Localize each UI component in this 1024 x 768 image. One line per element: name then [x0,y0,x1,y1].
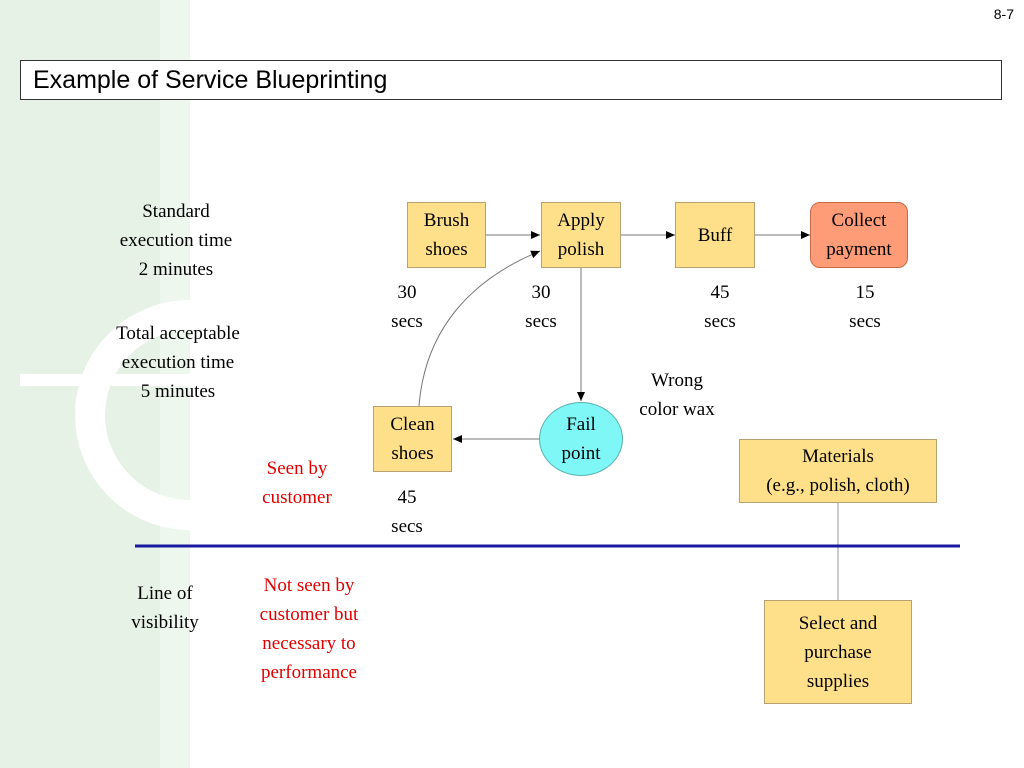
total-time-note: Total acceptable execution time 5 minute… [116,323,240,402]
not-seen-by-customer-label: Not seen by customer but necessary to pe… [259,575,359,683]
time-collect: 15 secs [849,282,881,332]
time-buff: 45 secs [704,282,736,332]
line-of-visibility-label: Line of visibility [131,583,199,633]
step-brush-shoes: Brush shoes [407,202,486,268]
page-title: Example of Service Blueprinting [33,65,388,94]
time-clean: 45 secs [391,487,423,537]
time-apply: 30 secs [525,282,557,332]
fail-note: Wrong color wax [639,370,715,420]
step-buff: Buff [675,202,755,268]
time-brush: 30 secs [391,282,423,332]
step-apply-polish: Apply polish [541,202,621,268]
standard-time-note: Standard execution time 2 minutes [119,201,233,280]
step-collect-payment: Collect payment [810,202,908,268]
slide-number: 8-7 [993,6,1014,22]
title-box: Example of Service Blueprinting [20,60,1002,100]
background-arc [75,300,305,530]
fail-point: Fail point [539,402,623,476]
step-clean-shoes: Clean shoes [373,406,452,472]
materials-box: Materials (e.g., polish, cloth) [739,439,937,503]
arrow-clean-to-apply [418,250,541,407]
seen-by-customer-label: Seen by customer [262,458,332,508]
select-purchase-supplies-box: Select and purchase supplies [764,600,912,704]
